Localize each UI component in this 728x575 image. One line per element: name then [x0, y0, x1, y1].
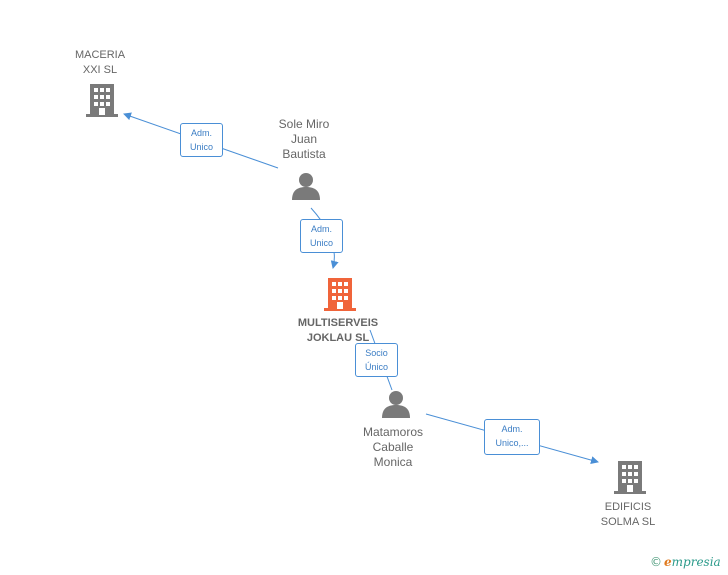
node-label-sole[interactable]: Sole Miro Juan Bautista: [278, 117, 330, 161]
node-label-maceria[interactable]: MACERIA XXI SL: [74, 49, 126, 76]
node-label-multiserveis[interactable]: MULTISERVEIS JOKLAU SL: [297, 317, 379, 344]
building-icon[interactable]: [614, 461, 646, 494]
building-icon[interactable]: [86, 84, 118, 117]
building-icon[interactable]: [324, 278, 356, 311]
edge-label-sole-maceria[interactable]: Adm. Unico: [180, 123, 223, 157]
node-label-matamoros[interactable]: Matamoros Caballe Monica: [362, 425, 424, 469]
person-icon[interactable]: [292, 173, 320, 200]
brand-initial: e: [664, 555, 672, 569]
brand-name: mpresia: [671, 555, 721, 569]
edge-label-matamoros-multiserveis[interactable]: Socio Único: [355, 343, 398, 377]
edge-label-sole-multiserveis[interactable]: Adm. Unico: [300, 219, 343, 253]
empresia-logo: ©empresia: [650, 555, 721, 569]
node-label-edificis[interactable]: EDIFICIS SOLMA SL: [600, 501, 656, 528]
edge-label-matamoros-edificis[interactable]: Adm. Unico,...: [484, 419, 540, 455]
copyright-symbol: ©: [650, 555, 662, 569]
person-icon[interactable]: [382, 391, 410, 418]
